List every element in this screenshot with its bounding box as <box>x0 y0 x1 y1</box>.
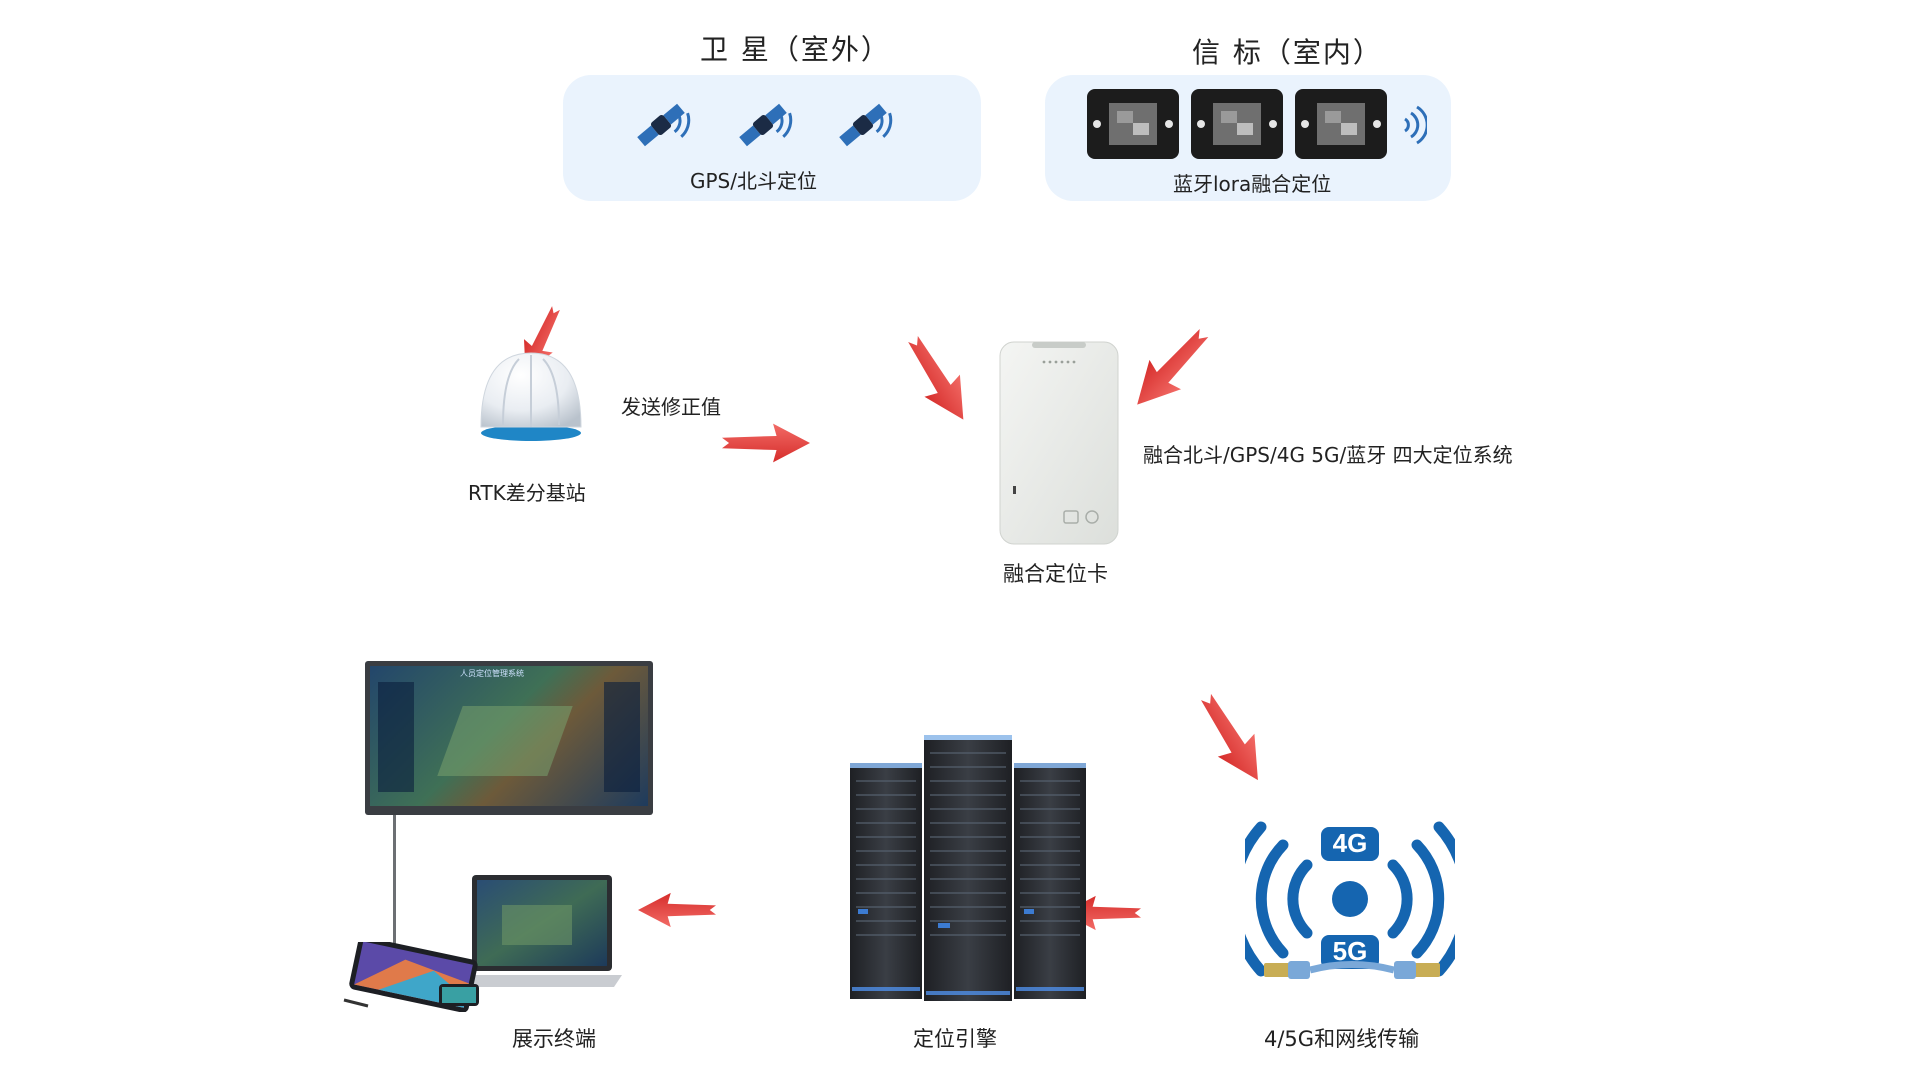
network-4g-5g-icon: 4G 5G <box>1245 821 1455 977</box>
beacon-device-icon <box>1295 89 1387 159</box>
network-label: 4/5G和网线传输 <box>1264 1027 1420 1051</box>
rtk-send-label: 发送修正值 <box>621 395 721 419</box>
phone-icon <box>439 984 479 1006</box>
server-right <box>1014 763 1086 999</box>
monitor-frame: 人员定位管理系统 <box>365 661 653 815</box>
badge-5g: 5G <box>1333 936 1368 966</box>
arrow-satellite-to-card <box>895 327 982 431</box>
beacon-device-icon <box>1087 89 1179 159</box>
beacon-device-icon <box>1191 89 1283 159</box>
rtk-base-station-icon <box>480 352 582 441</box>
satellite-icon <box>637 103 691 147</box>
screen-map-area <box>437 706 573 776</box>
satellite-title: 卫 星（室外） <box>700 33 891 66</box>
beacon-caption: 蓝牙lora融合定位 <box>1173 172 1332 196</box>
satellite-icon <box>739 103 793 147</box>
engine-label: 定位引擎 <box>913 1027 997 1051</box>
satellite-icon <box>839 103 893 147</box>
server-center <box>924 735 1012 1001</box>
screen-side-panel <box>604 682 640 792</box>
badge-4g: 4G <box>1333 828 1368 858</box>
arrow-card-to-network <box>1187 685 1277 792</box>
card-label: 融合定位卡 <box>1003 562 1108 586</box>
arrow-rtk-to-card <box>722 423 810 463</box>
monitor-cable <box>393 815 396 950</box>
server-left <box>850 763 922 999</box>
display-label: 展示终端 <box>512 1027 596 1051</box>
satellite-icons <box>637 103 893 147</box>
laptop-icon <box>462 875 622 987</box>
satellite-caption: GPS/北斗定位 <box>690 169 817 193</box>
server-rack-icon <box>850 735 1086 1001</box>
card-description: 融合北斗/GPS/4G 5G/蓝牙 四大定位系统 <box>1143 443 1513 467</box>
fusion-card-icon <box>999 341 1119 545</box>
wireless-signal-icon <box>1404 105 1427 145</box>
screen-title: 人员定位管理系统 <box>460 669 524 678</box>
satellite-panel: GPS/北斗定位 <box>563 75 981 201</box>
beacon-title: 信 标（室内） <box>1192 36 1383 69</box>
arrow-engine-to-display <box>638 892 716 928</box>
beacon-panel: 蓝牙lora融合定位 <box>1045 75 1451 201</box>
beacon-devices <box>1087 89 1427 159</box>
rtk-label: RTK差分基站 <box>468 481 586 505</box>
monitor-screen: 人员定位管理系统 <box>370 666 648 806</box>
network-cable-icon <box>1264 961 1440 979</box>
arrow-beacon-to-card <box>1121 318 1220 420</box>
screen-side-panel <box>378 682 414 792</box>
